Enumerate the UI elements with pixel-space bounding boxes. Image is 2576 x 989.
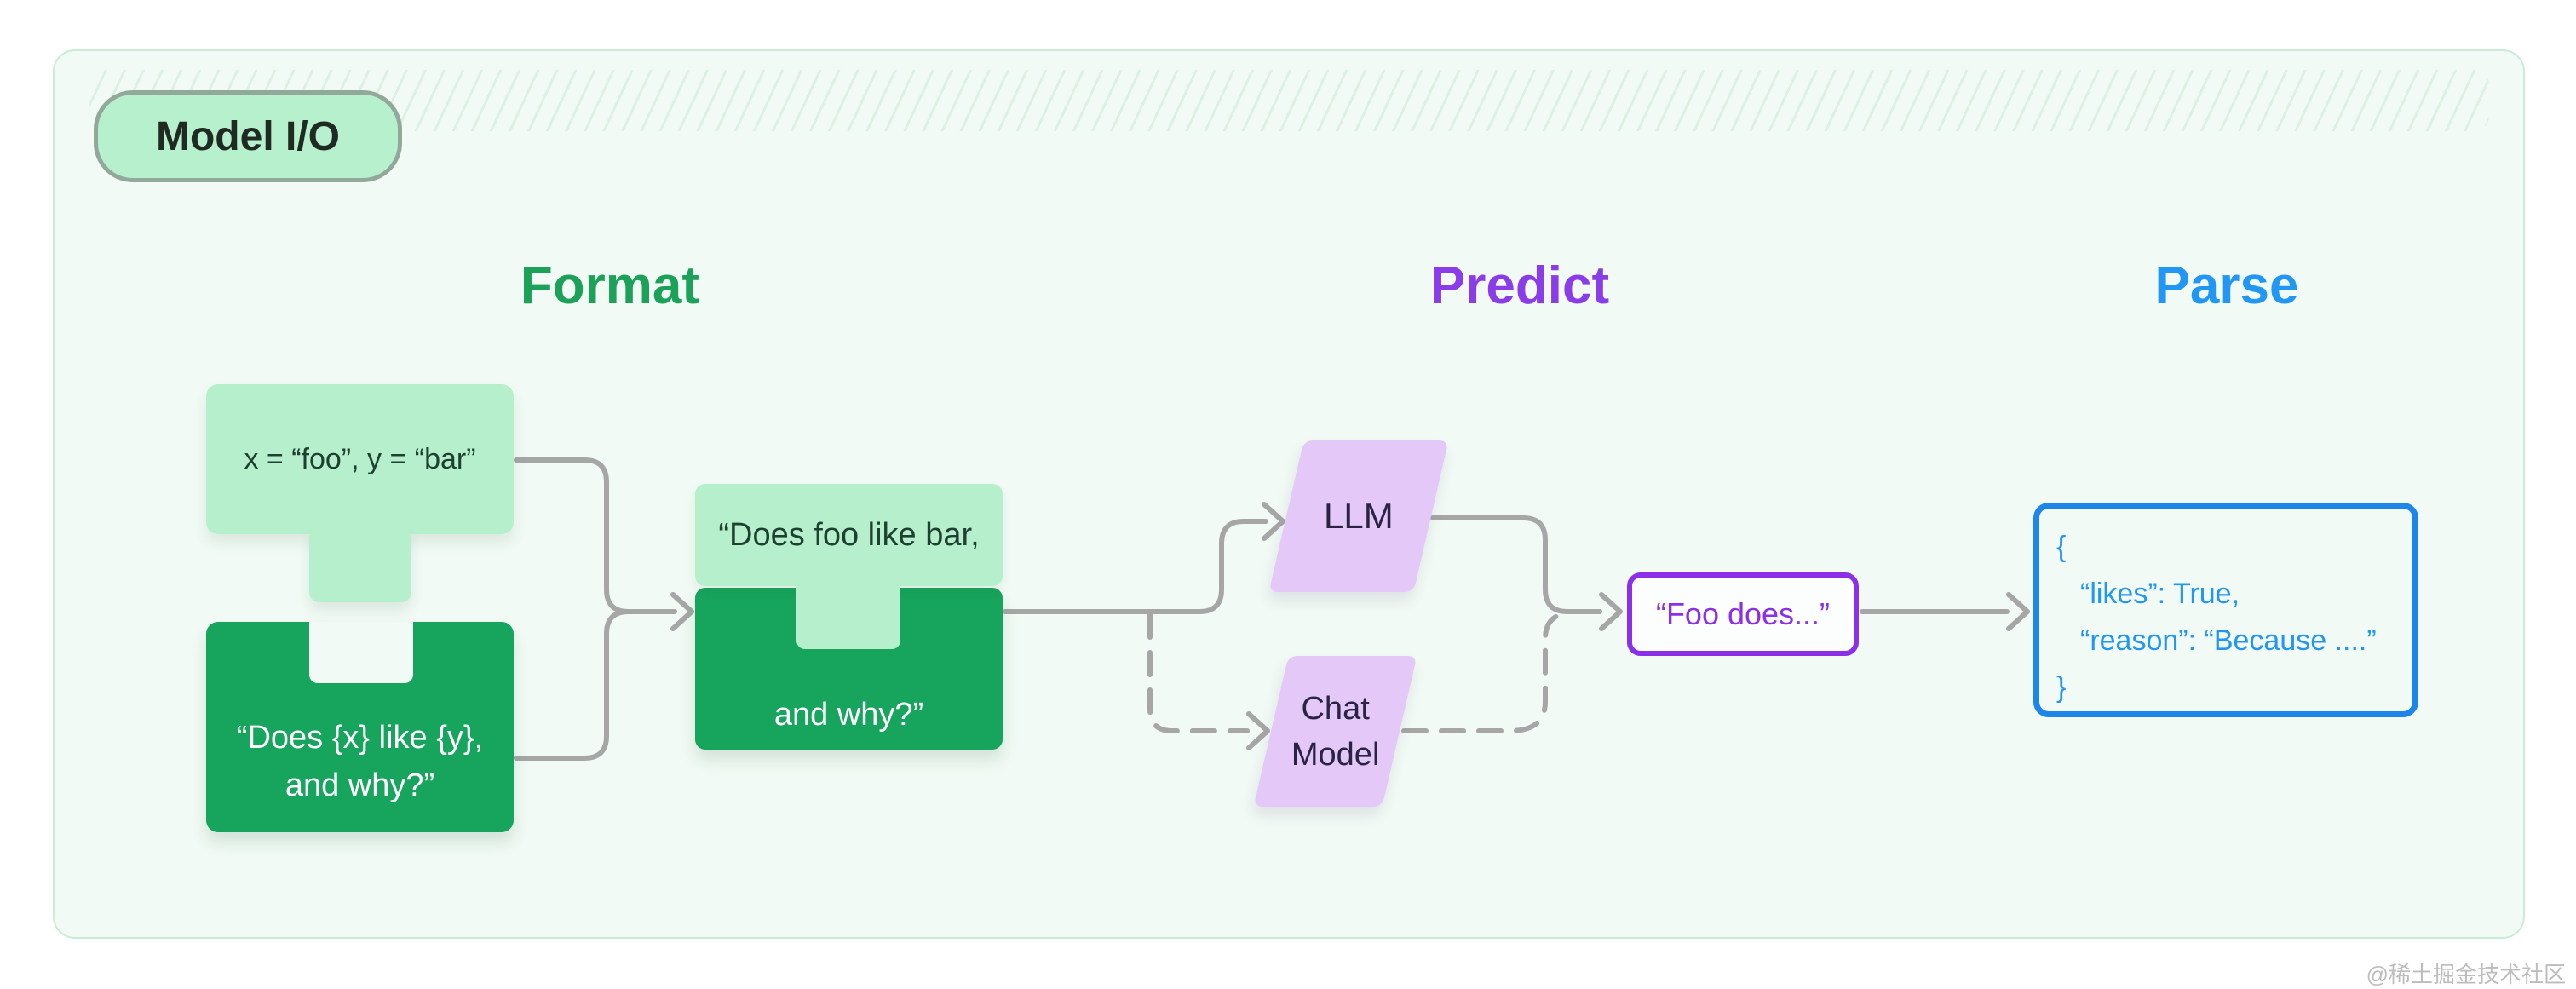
input-variables-block: x = “foo”, y = “bar” <box>206 384 514 534</box>
model-output-box: “Foo does...” <box>1627 572 1859 656</box>
predict-heading: Predict <box>1429 256 1610 315</box>
json-line-reason: “reason”: “Because ....” <box>2080 624 2377 657</box>
parse-heading: Parse <box>2154 256 2299 315</box>
chat-model-line1: Chat <box>1301 690 1370 727</box>
format-heading: Format <box>520 256 700 315</box>
prompt-template-text: “Does {x} like {y}, and why?” <box>206 714 514 809</box>
chat-model-label: Chat Model <box>1291 686 1380 778</box>
formatted-prompt-light-block: “Does foo like bar, <box>695 484 1003 586</box>
prompt-template-line1: “Does {x} like {y}, <box>236 720 484 756</box>
prompt-template-block-notch <box>309 622 413 683</box>
json-line-close-brace: } <box>2056 671 2067 704</box>
json-line-open-brace: { <box>2056 531 2067 563</box>
input-variables-text: x = “foo”, y = “bar” <box>244 442 476 475</box>
input-variables-block-tab <box>309 529 411 602</box>
json-line-likes: “likes”: True, <box>2080 578 2240 610</box>
chat-model-line2: Model <box>1291 736 1380 773</box>
prompt-template-line2: and why?” <box>285 768 435 803</box>
formatted-prompt-line2: and why?” <box>773 697 924 733</box>
watermark-text: @稀土掘金技术社区 <box>2366 962 2566 987</box>
formatted-prompt-tab <box>796 581 900 649</box>
formatted-prompt-line1: “Does foo like bar, <box>718 516 980 553</box>
hatch-texture <box>89 70 2489 131</box>
model-io-badge: Model I/O <box>94 90 402 182</box>
llm-label: LLM <box>1324 496 1394 536</box>
parsed-json-box: { “likes”: True, “reason”: “Because ....… <box>2033 503 2418 717</box>
